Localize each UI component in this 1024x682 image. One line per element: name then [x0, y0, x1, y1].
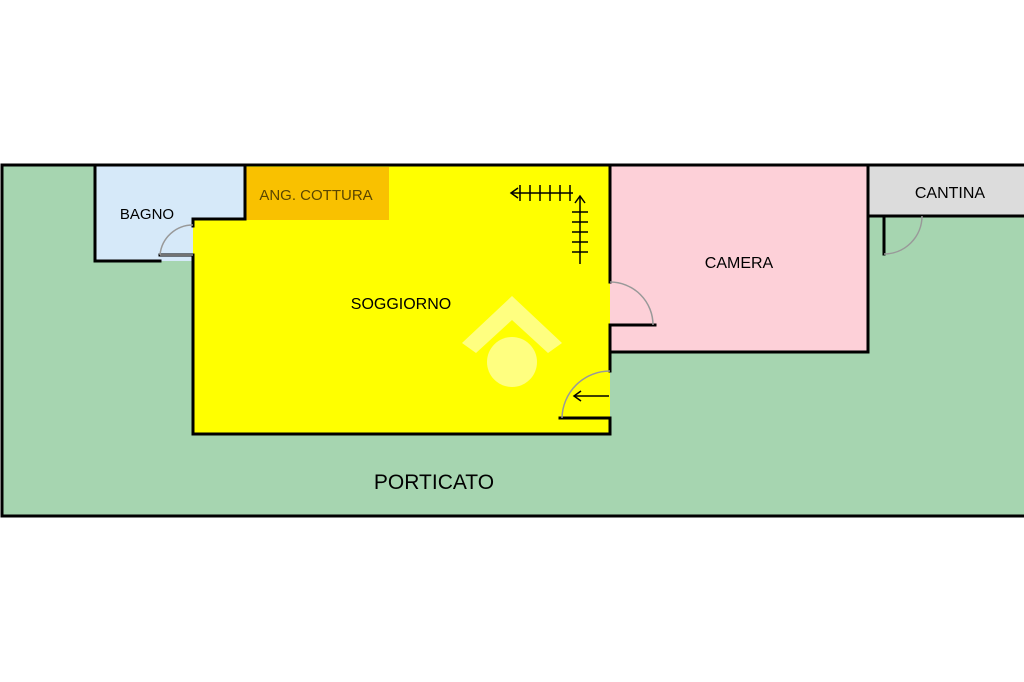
camera-label: CAMERA: [705, 255, 774, 272]
bagno-label: BAGNO: [120, 206, 174, 223]
cantina-label: CANTINA: [915, 185, 986, 202]
watermark-logo-icon: [462, 296, 562, 387]
porticato-label: PORTICATO: [374, 471, 494, 494]
cantina-area: [869, 166, 1024, 216]
stair-arrow-icon: [509, 185, 588, 264]
cottura-area: [246, 167, 389, 220]
bagno-area: [95, 166, 245, 261]
bagno-door: [159, 224, 194, 256]
cantina-door: [883, 215, 923, 255]
soggiorno-label: SOGGIORNO: [351, 296, 451, 313]
entry-door: [561, 370, 611, 419]
camera-door: [609, 281, 654, 326]
entry-arrow-icon: [572, 390, 609, 402]
cottura-label: ANG. COTTURA: [259, 187, 372, 204]
doors: [159, 215, 923, 419]
walls: [0, 163, 1024, 518]
